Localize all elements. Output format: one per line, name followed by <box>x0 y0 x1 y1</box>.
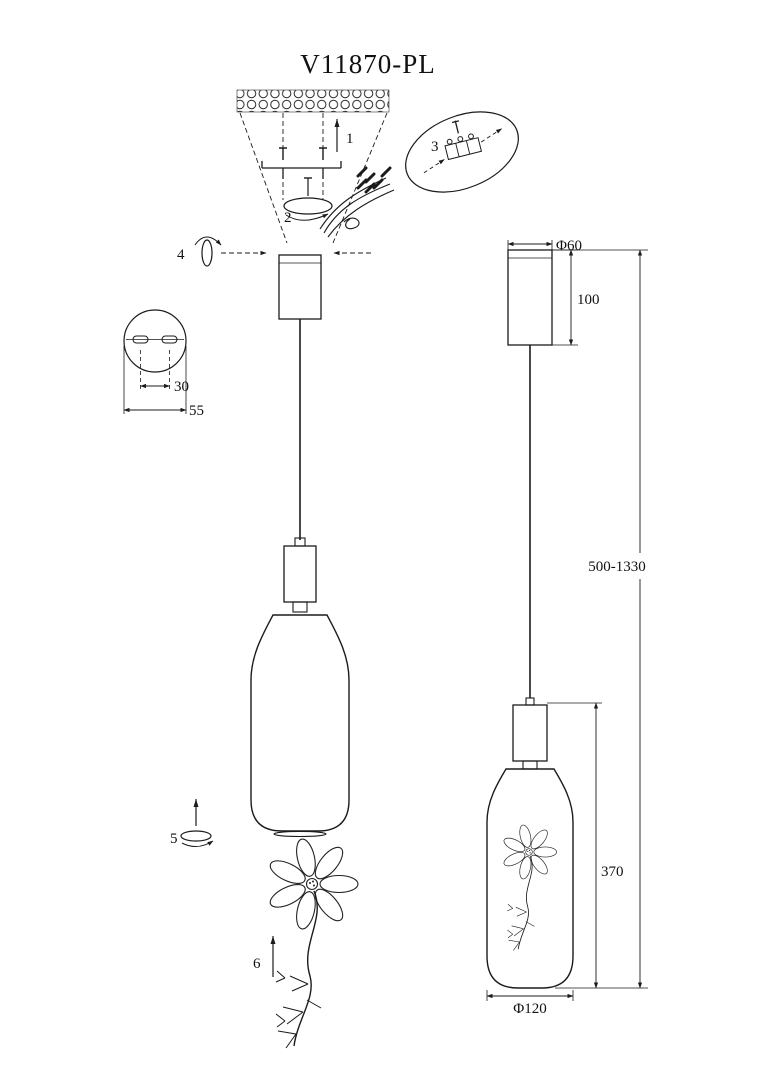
right-canopy-cylinder <box>507 249 553 346</box>
step5-label: 5 <box>170 831 178 847</box>
mounting-plate-detail: 30 55 <box>123 309 204 419</box>
dim-canopy-height-text: 100 <box>577 292 600 308</box>
assembly-diagram: 1 2 3 <box>123 89 519 1049</box>
shade-retaining-ring: 5 <box>170 799 214 847</box>
decorative-flower <box>266 836 359 1049</box>
dim-overall-height-text: 500-1330 <box>588 559 646 575</box>
page-title: V11870-PL <box>300 49 436 79</box>
dim-canopy-height: 100 <box>552 249 600 346</box>
step6-label: 6 <box>253 956 261 972</box>
lamp-holder <box>283 537 317 613</box>
dimension-drawing: Φ60 100 500-1330 370 Φ120 <box>486 238 648 1017</box>
right-decorative-flower <box>501 823 558 951</box>
wiring-detail-balloon: 3 <box>405 111 519 193</box>
dim-overall-height: 500-1330 <box>552 249 648 989</box>
mounting-screws <box>279 147 327 160</box>
dim-slot-spacing: 30 <box>174 379 189 395</box>
right-lamp-holder <box>512 697 548 770</box>
dim-canopy-diameter-text: Φ60 <box>556 238 582 254</box>
ceiling-chain-strip <box>236 89 390 113</box>
canopy-ring <box>283 197 333 215</box>
glass-disc <box>273 830 327 838</box>
step4-label: 4 <box>177 247 185 263</box>
step4-rotation-arrow-icon <box>194 236 222 246</box>
wire-bundle <box>319 166 395 238</box>
mesh-shade <box>250 614 350 832</box>
terminal-block <box>423 120 502 174</box>
step3-label: 3 <box>431 139 439 155</box>
dim-shade-height-text: 370 <box>601 864 624 880</box>
dim-shade-height: 370 <box>547 702 624 989</box>
alignment-dashed-lines <box>239 112 388 244</box>
step2-rotation-arrow-icon <box>285 213 329 221</box>
canopy-cylinder <box>278 254 322 320</box>
dim-shade-diameter: Φ120 <box>486 990 574 1017</box>
step2-label: 2 <box>284 210 292 226</box>
right-mesh-shade <box>486 768 574 989</box>
mounting-bracket <box>261 161 342 179</box>
dim-shade-diameter-text: Φ120 <box>513 1001 546 1017</box>
dim-plate-width: 55 <box>189 403 204 419</box>
retaining-ring-side-view: 4 <box>177 236 372 267</box>
step5-rotation-arrow-icon <box>181 840 214 847</box>
step1-label: 1 <box>346 131 354 147</box>
